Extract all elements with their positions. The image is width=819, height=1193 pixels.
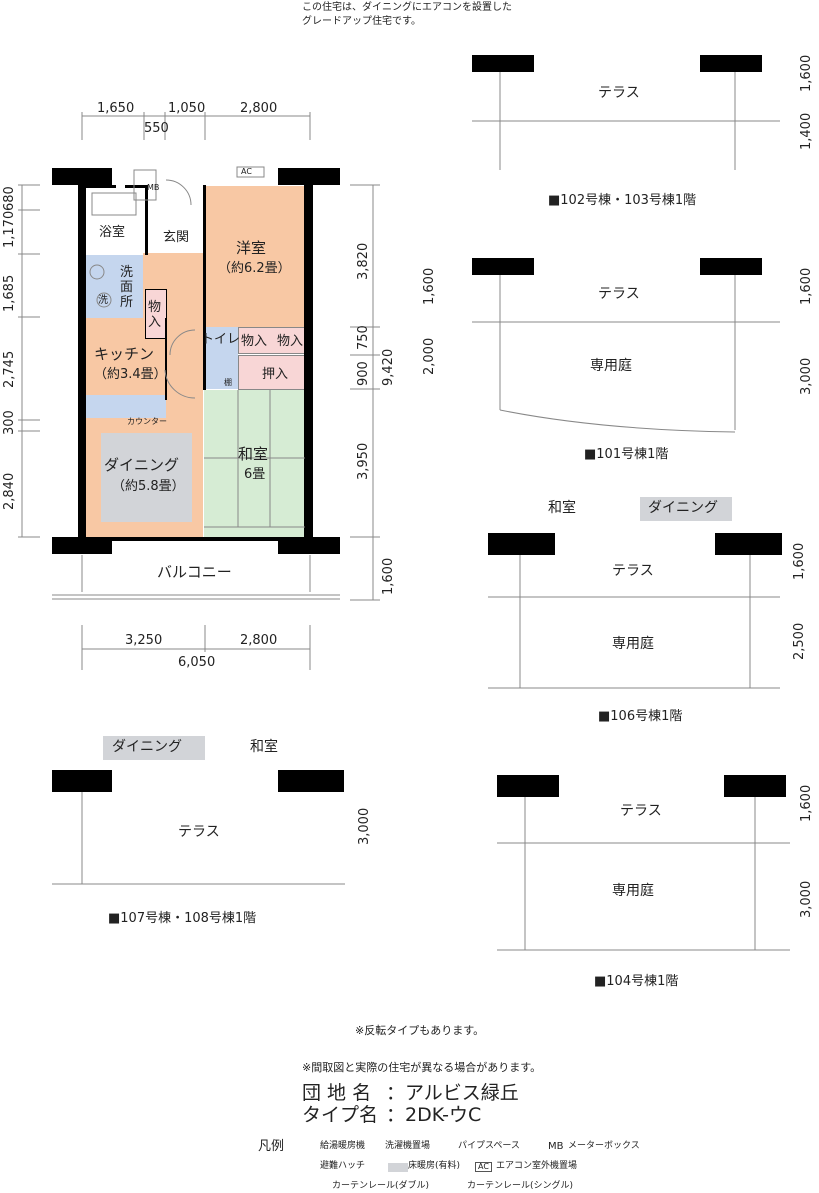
legend-pipe-space: パイプスペース — [458, 1141, 520, 1151]
japanese-label: 和室 — [238, 445, 269, 463]
floor-heating-area — [101, 433, 192, 522]
dim-top: 1,650 — [97, 101, 135, 116]
v1-caption: ■102号棟・103号棟1階 — [548, 193, 697, 208]
v4-dining: ダイニング — [112, 739, 182, 755]
v5-dim: 1,600 — [799, 784, 814, 822]
note-reverse: ※反転タイプもあります。 — [355, 1024, 485, 1037]
japanese-size: 6畳 — [244, 467, 266, 482]
dining-size: （約5.8畳） — [112, 479, 185, 494]
dim-top: 550 — [144, 121, 169, 136]
ac-marker: AC — [241, 167, 252, 176]
v3-dim: 1,600 — [792, 542, 807, 580]
legend-curtain-double: カーテンレール(ダブル) — [332, 1181, 430, 1191]
estate-label: 団 地 名 — [302, 1082, 372, 1104]
v3-dining: ダイニング — [648, 500, 718, 516]
legend-floor-heating: 床暖房(有料) — [408, 1161, 461, 1171]
legend-floor-heating-swatch — [388, 1163, 408, 1172]
western-label: 洋室 — [236, 239, 267, 257]
toilet-room — [204, 327, 238, 389]
v4-caption: ■107号棟・108号棟1階 — [108, 911, 257, 926]
balcony-label: バルコニー — [157, 563, 232, 581]
dim-bottom: 3,250 — [125, 633, 163, 648]
v3-japanese: 和室 — [548, 500, 576, 516]
v2-terrace: テラス — [598, 286, 640, 302]
v5-terrace: テラス — [620, 803, 662, 819]
storage-1 — [145, 289, 167, 339]
legend-ac: エアコン室外機置場 — [496, 1161, 578, 1171]
v2-dim: 1,600 — [799, 267, 814, 305]
western-size: （約6.2畳） — [218, 261, 291, 276]
dim-top: 2,800 — [240, 101, 278, 116]
v2-dim: 2,000 — [422, 337, 437, 375]
v4-terrace: テラス — [178, 824, 220, 840]
v4-japanese: 和室 — [250, 739, 278, 755]
legend-water-heater: 給湯暖房機 — [320, 1141, 366, 1151]
kitchen-label: キッチン — [94, 345, 155, 363]
estate-name: ：アルビス緑丘 — [386, 1082, 519, 1104]
bath-area — [86, 188, 145, 254]
dim-top: 1,050 — [168, 101, 206, 116]
kitchen-counter — [86, 395, 166, 418]
storage-2-label: 物入 — [241, 334, 268, 349]
toilet-label: トイレ — [201, 332, 241, 347]
v2-dim: 3,000 — [799, 357, 814, 395]
top-note-1: この住宅は、ダイニングにエアコンを設置した — [302, 2, 512, 13]
note-disclaimer: ※間取図と実際の住宅が異なる場合があります。 — [302, 1061, 542, 1074]
legend-title: 凡例 — [258, 1139, 285, 1154]
v5-caption: ■104号棟1階 — [594, 974, 679, 989]
storage-3-label: 物入 — [277, 334, 304, 349]
counter-label: カウンター — [127, 417, 167, 426]
dim-bottom: 6,050 — [178, 655, 216, 670]
v1-terrace: テラス — [598, 85, 640, 101]
v5-garden: 専用庭 — [612, 883, 654, 899]
storage-1-label: 物 入 — [148, 300, 162, 330]
closet — [238, 355, 305, 390]
storage-2-3 — [238, 327, 305, 354]
v2-garden: 専用庭 — [590, 358, 632, 374]
bath-label: 浴室 — [99, 225, 126, 240]
v4-dim: 3,000 — [357, 807, 372, 845]
legend-mb: MB — [548, 1141, 564, 1152]
kitchen-size: （約3.4畳） — [94, 367, 167, 382]
v3-caption: ■106号棟1階 — [598, 709, 683, 724]
legend-meter-box: メーターボックス — [568, 1141, 640, 1151]
japanese-room — [204, 390, 305, 537]
dining-label: ダイニング — [104, 456, 180, 474]
legend-hatch: 避難ハッチ — [320, 1161, 366, 1171]
v1-dim: 1,400 — [799, 112, 814, 150]
type-label: タイプ名 — [302, 1104, 379, 1126]
v1-dim: 1,600 — [799, 54, 814, 92]
legend-curtain-single: カーテンレール(シングル) — [467, 1181, 574, 1191]
shelf-label: 棚 — [224, 378, 232, 387]
washroom-label: 洗 面 所 — [120, 265, 134, 310]
washer-icon: 洗 — [98, 295, 108, 306]
closet-label: 押入 — [262, 367, 289, 382]
type-name: ：2DK-ウC — [386, 1104, 482, 1126]
entry-label: 玄関 — [163, 230, 190, 245]
v2-caption: ■101号棟1階 — [584, 447, 669, 462]
legend-ac-box: AC — [475, 1162, 492, 1172]
dim-bottom: 2,800 — [240, 633, 278, 648]
v2-dim: 1,600 — [422, 267, 437, 305]
v5-dim: 3,000 — [799, 880, 814, 918]
legend-washer: 洗濯機置場 — [385, 1141, 431, 1151]
western-room — [204, 186, 304, 327]
v3-terrace: テラス — [612, 563, 654, 579]
v3-dim: 2,500 — [792, 622, 807, 660]
top-note-2: グレードアップ住宅です。 — [302, 16, 421, 27]
v3-garden: 専用庭 — [612, 636, 654, 652]
